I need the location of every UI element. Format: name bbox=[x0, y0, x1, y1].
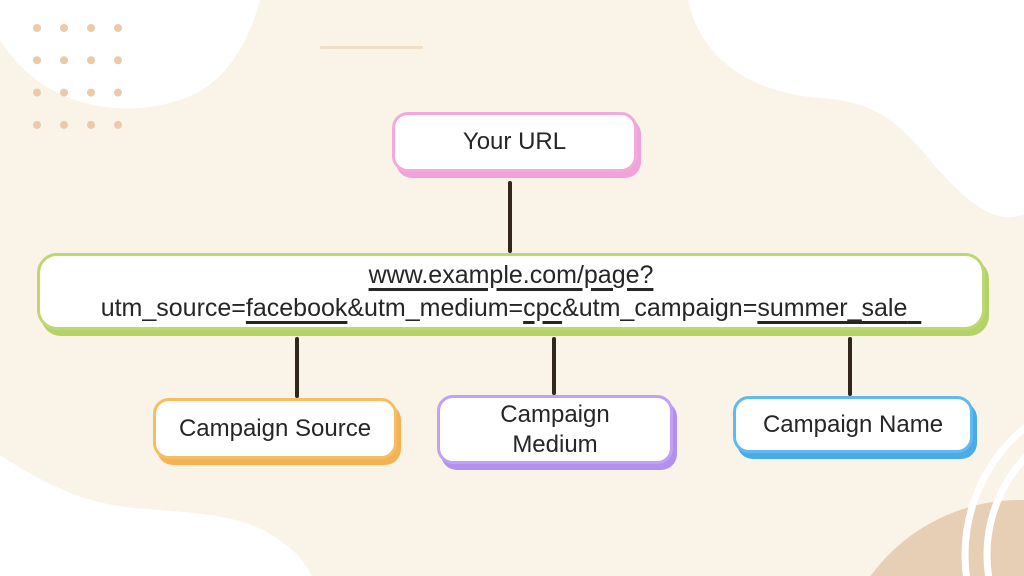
connector-utm-to-source bbox=[295, 337, 299, 398]
url-text-segment: summer_sale bbox=[757, 293, 908, 322]
campaign-medium-box: Campaign Medium bbox=[437, 395, 673, 464]
url-text-segment: cpc bbox=[523, 293, 563, 322]
decor-dot bbox=[60, 120, 68, 129]
top-right-wave-shape bbox=[688, 0, 1024, 218]
decor-dot bbox=[33, 24, 41, 32]
campaign-source-label: Campaign Source bbox=[178, 414, 372, 442]
bottom-left-wave-shape bbox=[0, 455, 312, 576]
decor-dot bbox=[114, 24, 122, 32]
decor-dot bbox=[33, 88, 41, 97]
url-text-segment: &utm_campaign= bbox=[562, 293, 758, 322]
decor-dot bbox=[87, 88, 95, 97]
decor-ring-outer bbox=[961, 424, 1024, 576]
campaign-source-box: Campaign Source bbox=[153, 398, 397, 459]
url-text-segment: &utm_medium= bbox=[347, 293, 524, 322]
decor-dot bbox=[60, 88, 68, 97]
connector-utm-to-medium bbox=[552, 337, 556, 395]
dot-grid bbox=[33, 24, 122, 129]
decor-dot bbox=[33, 56, 41, 65]
decor-ring-inner bbox=[983, 453, 1024, 576]
top-dash-line bbox=[320, 46, 423, 49]
url-text-segment bbox=[907, 294, 921, 322]
decor-dot bbox=[114, 88, 122, 97]
url-text-segment: facebook bbox=[245, 293, 348, 322]
url-line-1: www.example.com/page? bbox=[369, 259, 654, 292]
decor-dot bbox=[87, 56, 95, 65]
decor-dot bbox=[60, 56, 68, 65]
connector-url-to-utm bbox=[508, 181, 512, 253]
your-url-label: Your URL bbox=[462, 128, 567, 155]
decor-dot bbox=[114, 56, 122, 65]
connector-utm-to-name bbox=[848, 337, 852, 396]
decor-dot bbox=[114, 120, 122, 129]
decor-dot bbox=[87, 120, 95, 129]
your-url-box: Your URL bbox=[392, 112, 637, 172]
campaign-medium-label: Campaign Medium bbox=[500, 400, 610, 458]
campaign-name-box: Campaign Name bbox=[733, 396, 973, 453]
decor-dot bbox=[87, 24, 95, 32]
campaign-name-label: Campaign Name bbox=[762, 410, 944, 438]
url-text-segment: utm_source= bbox=[100, 293, 246, 322]
utm-url-box: www.example.com/page? utm_source=faceboo… bbox=[37, 253, 985, 330]
decor-dot bbox=[33, 120, 41, 129]
url-text-segment: www.example.com/page? bbox=[368, 260, 654, 289]
url-line-2: utm_source=facebook&utm_medium=cpc&utm_c… bbox=[101, 292, 922, 325]
decor-dot bbox=[60, 24, 68, 32]
